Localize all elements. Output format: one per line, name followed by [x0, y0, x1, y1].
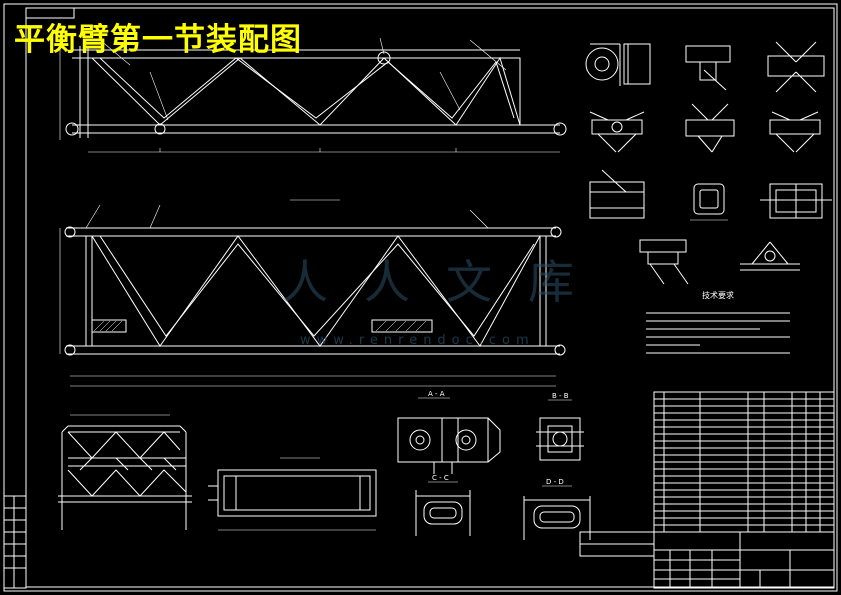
left-margin-table: [3, 495, 27, 589]
detail-joint-5: [685, 103, 735, 153]
detail-joint-1: [585, 43, 651, 86]
detail-joint-3: [767, 41, 825, 93]
title-block: [653, 531, 835, 589]
section-b-b-label: B - B: [552, 392, 569, 400]
parts-list-table: [653, 391, 835, 533]
detail-joint-8: [740, 241, 800, 271]
detail-bolted-joint: [760, 183, 832, 219]
drawing-border: [3, 3, 838, 592]
detail-joint-6: [769, 111, 821, 153]
detail-box-section: [690, 183, 728, 221]
truss-section-view: [58, 414, 192, 530]
drawing-inner-frame: [25, 7, 835, 588]
section-a-a: [397, 397, 501, 474]
plan-hatching: [93, 320, 427, 332]
watermark-url: www.renrendoc.com: [300, 333, 535, 348]
truss-plan-view: [59, 199, 566, 387]
section-c-c: [415, 481, 471, 536]
detail-joint-7: [639, 239, 689, 285]
detail-joint-4: [589, 111, 645, 153]
detail-joint-2: [685, 45, 731, 91]
section-a-a-label: A - A: [428, 390, 445, 398]
section-b-b: [536, 399, 584, 461]
section-c-c-label: C - C: [432, 474, 449, 482]
detail-tube: [589, 169, 645, 219]
watermark-logo: 人人文库: [282, 255, 610, 309]
top-left-tag: [25, 7, 75, 19]
technical-requirements-heading: 技术要求: [702, 290, 734, 300]
truss-elevation-view: [59, 36, 567, 153]
technical-requirements-lines: [646, 312, 790, 354]
section-d-d-label: D - D: [546, 478, 564, 486]
drawing-title: 平衡臂第一节装配图: [14, 22, 302, 58]
section-d-d: [523, 485, 591, 540]
frame-top-view: [208, 457, 377, 531]
revision-block: [579, 531, 655, 557]
